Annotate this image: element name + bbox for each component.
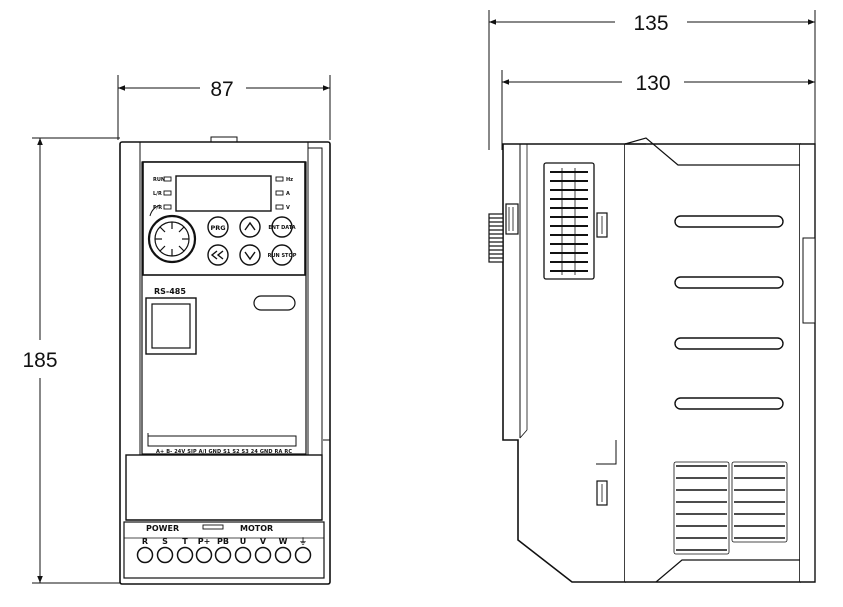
terminal-label-v: V	[260, 537, 267, 546]
front-view	[119, 136, 331, 585]
prog-key-label: PRG	[210, 224, 225, 232]
terminal-label-t: T	[182, 537, 188, 546]
dim-body-depth-label: 130	[635, 72, 670, 95]
led-label-hz: Hz	[286, 177, 293, 183]
rs485-label: RS-485	[154, 287, 186, 296]
ent-key-label: ENT DATA	[268, 225, 295, 231]
dimension-lines	[32, 10, 816, 584]
terminal-label-s: S	[162, 537, 168, 546]
led-label-run: RUN	[153, 177, 165, 183]
led-label-a: A	[286, 191, 290, 197]
dim-height-label: 185	[22, 349, 57, 372]
motor-label: MOTOR	[240, 524, 273, 533]
dim-overall-depth-label: 135	[633, 12, 668, 35]
terminal-label-ground: ⏚	[299, 537, 307, 546]
led-label-v: V	[286, 205, 290, 211]
side-view	[488, 137, 816, 583]
terminal-label-r: R	[142, 537, 148, 546]
led-label-fr: F/R	[153, 205, 162, 211]
led-label-lr: L/R	[153, 191, 162, 197]
control-terminal-labels: A+ B- 24V SIP A/I GND S1 S2 S3 24 GND RA…	[156, 449, 292, 455]
run-stop-key-label: RUN STOP	[268, 253, 297, 259]
terminal-label-pb: PB	[217, 537, 229, 546]
terminal-label-p: P+	[198, 537, 211, 546]
terminal-label-w: W	[279, 537, 288, 546]
dim-width-label: 87	[210, 78, 233, 101]
power-label: POWER	[146, 524, 179, 533]
terminal-label-u: U	[240, 537, 247, 546]
